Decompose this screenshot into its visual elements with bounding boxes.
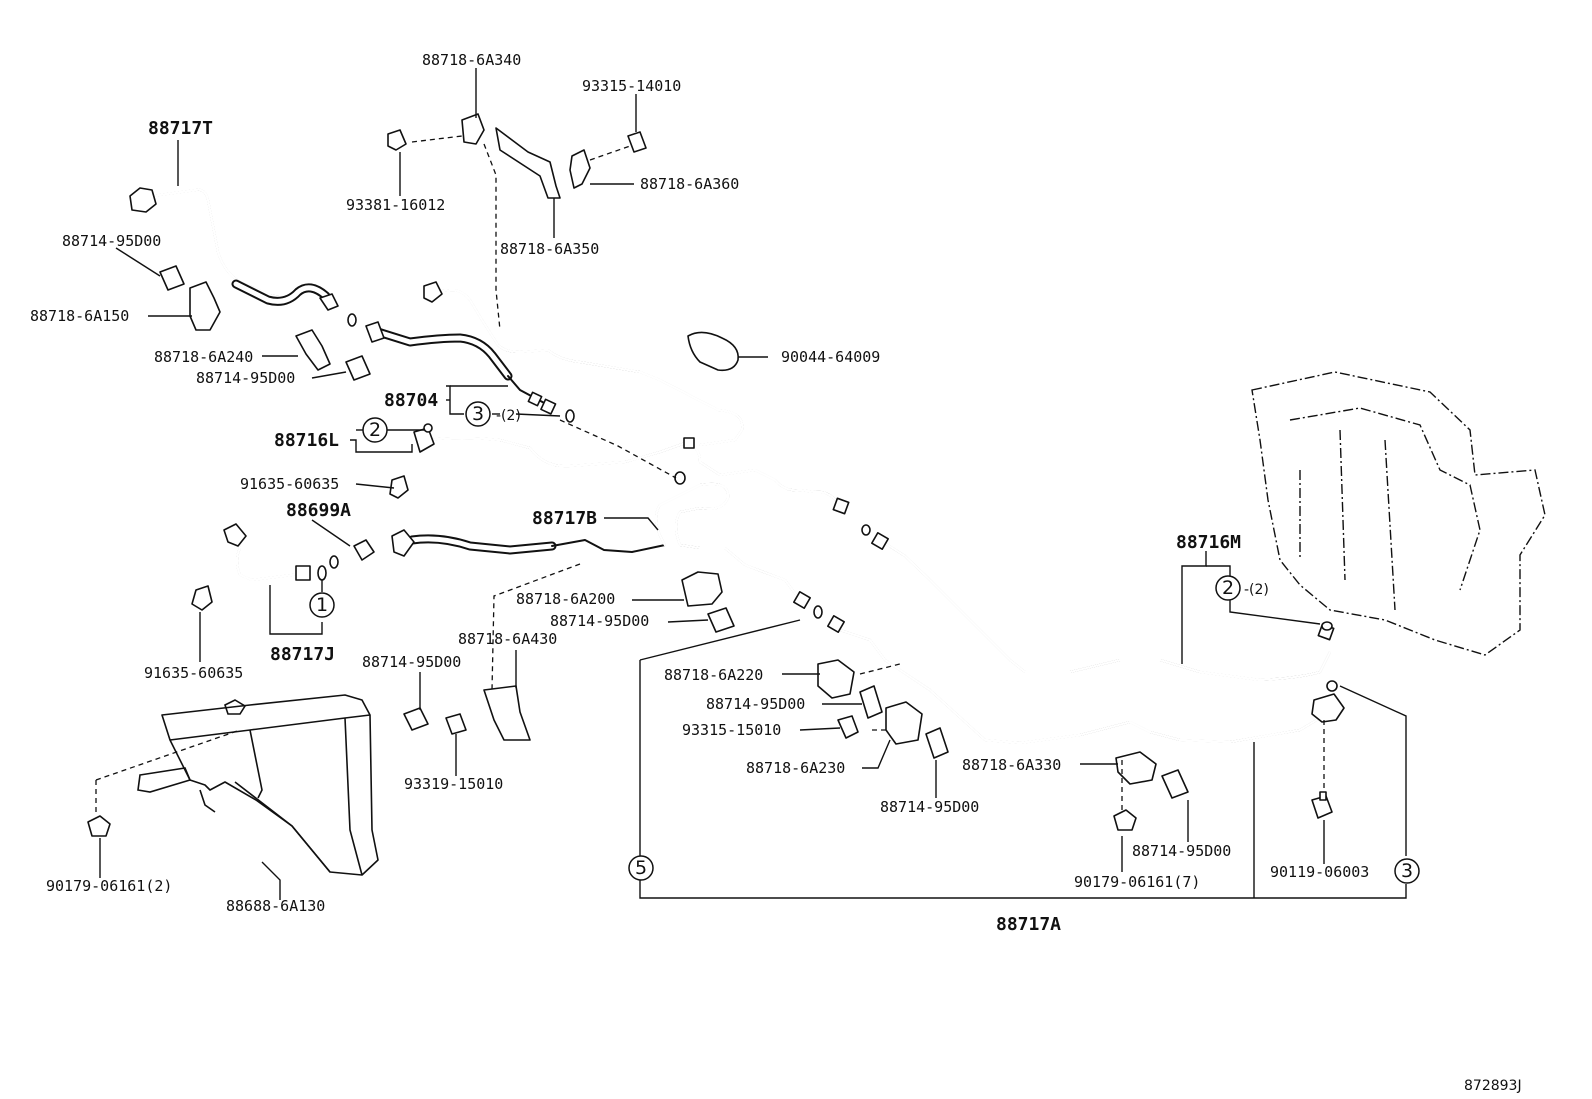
label-88716M[interactable]: 88716M [1176, 532, 1241, 553]
label-88704[interactable]: 88704 [384, 390, 438, 411]
label-93315-14010[interactable]: 93315-14010 [582, 77, 681, 95]
label-88718-6A200[interactable]: 88718-6A200 [516, 590, 615, 608]
label-88718-6A330[interactable]: 88718-6A330 [962, 756, 1061, 774]
label-91635-60635-a[interactable]: 91635-60635 [240, 475, 339, 493]
label-88714-95D00-g[interactable]: 88714-95D00 [1132, 842, 1231, 860]
svg-text:3: 3 [1401, 860, 1413, 882]
dashed-guides [95, 135, 1325, 816]
label-88717B[interactable]: 88717B [532, 508, 597, 529]
label-88716L[interactable]: 88716L [274, 430, 339, 451]
label-88714-95D00-f[interactable]: 88714-95D00 [880, 798, 979, 816]
pipe-88717J[interactable] [234, 532, 302, 582]
label-88717A[interactable]: 88717A [996, 914, 1061, 935]
label-93381-16012[interactable]: 93381-16012 [346, 196, 445, 214]
label-88699A[interactable]: 88699A [286, 500, 351, 521]
label-93315-15010[interactable]: 93315-15010 [682, 721, 781, 739]
label-88718-6A430[interactable]: 88718-6A430 [458, 630, 557, 648]
engine-outline [1251, 371, 1546, 656]
label-88718-6A230[interactable]: 88718-6A230 [746, 759, 845, 777]
label-88718-6A360[interactable]: 88718-6A360 [640, 175, 739, 193]
label-88718-6A150[interactable]: 88718-6A150 [30, 307, 129, 325]
label-88718-6A220[interactable]: 88718-6A220 [664, 666, 763, 684]
pipe-88717B[interactable] [407, 482, 802, 602]
label-88718-6A350[interactable]: 88718-6A350 [500, 240, 599, 258]
label-88714-95D00-d[interactable]: 88714-95D00 [362, 653, 461, 671]
callout-3-right: 3 [1394, 858, 1420, 884]
label-90179-06161-2[interactable]: 90179-06161(2) [46, 877, 172, 895]
label-90179-06161-7[interactable]: 90179-06161(7) [1074, 873, 1200, 891]
pipe-88717T[interactable] [150, 188, 332, 306]
label-93319-15010[interactable]: 93319-15010 [404, 775, 503, 793]
svg-text:3: 3 [472, 403, 484, 425]
label-90044-64009[interactable]: 90044-64009 [781, 348, 880, 366]
reservoir-88688-6A130[interactable] [137, 694, 379, 876]
label-88717J[interactable]: 88717J [270, 644, 335, 665]
label-88714-95D00-b[interactable]: 88714-95D00 [196, 369, 295, 387]
svg-text:1: 1 [316, 594, 328, 616]
callout-5: 5 [628, 855, 654, 881]
fittings [87, 113, 1345, 837]
label-88714-95D00-c[interactable]: 88714-95D00 [550, 612, 649, 630]
diagram-reference: 872893J [1464, 1078, 1522, 1094]
pipe-88717A[interactable] [838, 628, 1322, 745]
label-90119-06003[interactable]: 90119-06003 [1270, 863, 1369, 881]
callout-1: 1 [309, 592, 335, 618]
pipe-88716L[interactable] [426, 436, 842, 508]
label-88714-95D00-e[interactable]: 88714-95D00 [706, 695, 805, 713]
qty-2-top: -(2) [496, 408, 521, 424]
label-88718-6A340[interactable]: 88718-6A340 [422, 51, 521, 69]
label-88717T[interactable]: 88717T [148, 118, 213, 139]
svg-text:2: 2 [369, 419, 381, 441]
label-88714-95D00-a[interactable]: 88714-95D00 [62, 232, 161, 250]
qty-2-right: -(2) [1244, 582, 1269, 598]
label-88688-6A130[interactable]: 88688-6A130 [226, 897, 325, 915]
callout-3-top: 3 [465, 401, 491, 427]
callout-2-left: 2 [362, 417, 388, 443]
label-91635-60635-b[interactable]: 91635-60635 [144, 664, 243, 682]
label-88718-6A240[interactable]: 88718-6A240 [154, 348, 253, 366]
callout-2-right: 2 [1215, 575, 1241, 601]
leader-lines [99, 68, 1407, 900]
svg-text:2: 2 [1222, 577, 1234, 599]
pipe-88704[interactable] [373, 288, 744, 447]
pipe-88716M[interactable] [878, 538, 1332, 682]
svg-text:5: 5 [635, 857, 647, 879]
